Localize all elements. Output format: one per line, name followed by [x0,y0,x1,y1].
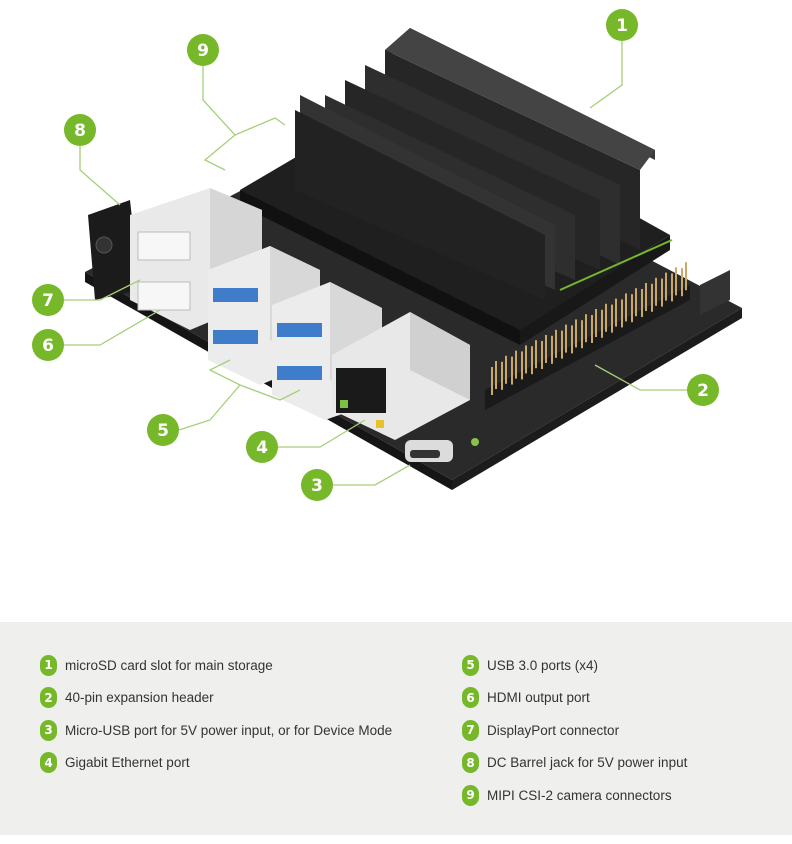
legend-item: 7 DisplayPort connector [462,719,687,741]
legend-item: 1 microSD card slot for main storage [40,654,392,676]
callouts: 1 2 3 4 5 6 7 8 9 [32,9,719,501]
legend-item: 5 USB 3.0 ports (x4) [462,654,687,676]
number-badge: 8 [462,752,479,773]
svg-text:7: 7 [42,291,54,311]
callout-7: 7 [32,284,64,316]
callout-8: 8 [64,114,96,146]
number-badge: 2 [40,687,57,708]
callout-9: 9 [187,34,219,66]
callout-4: 4 [246,431,278,463]
number-badge: 7 [462,719,479,741]
legend-label: DisplayPort connector [487,722,620,738]
number-badge: 4 [40,752,57,773]
legend-label: Gigabit Ethernet port [65,755,190,770]
legend-label: Micro-USB port for 5V power input, or fo… [65,722,393,738]
svg-text:8: 8 [74,121,86,141]
heatsink [240,28,673,345]
legend-label: MIPI CSI-2 camera connectors [487,787,672,803]
hdmi-displayport-stack [130,188,262,330]
legend-label: HDMI output port [487,690,590,705]
callout-2: 2 [687,374,719,406]
svg-text:3: 3 [311,476,323,496]
svg-text:5: 5 [157,421,169,441]
legend-item: 3 Micro-USB port for 5V power input, or f… [40,719,392,741]
number-badge: 6 [462,687,479,708]
legend-item: 4 Gigabit Ethernet port [40,752,392,774]
svg-text:4: 4 [256,438,268,458]
svg-text:6: 6 [42,336,54,356]
svg-text:1: 1 [616,16,628,36]
callout-5: 5 [147,414,179,446]
number-badge: 5 [462,654,479,676]
legend-label: 40-pin expansion header [65,690,214,705]
micro-usb-port [405,438,479,462]
40-pin-header [485,262,730,410]
legend-label: USB 3.0 ports (x4) [487,657,599,673]
number-badge: 3 [40,719,57,741]
dc-barrel-jack [88,200,140,300]
callout-3: 3 [301,469,333,501]
legend-item: 6 HDMI output port [462,687,687,709]
svg-text:2: 2 [697,381,709,401]
svg-text:9: 9 [197,41,209,61]
legend-label: microSD card slot for main storage [65,657,273,673]
legend-item: 2 40-pin expansion header [40,687,392,709]
ethernet-port [332,312,470,440]
number-badge: 1 [40,654,57,676]
legend-left-column: 1 microSD card slot for main storage 2 40-… [40,654,392,784]
board-illustration: 1 2 3 4 5 6 7 8 9 [32,9,742,501]
callout-6: 6 [32,329,64,361]
legend-item: 9 MIPI CSI-2 camera connectors [462,784,687,806]
leader-lines [64,41,687,486]
callout-1: 1 [606,9,638,41]
legend: 1 microSD card slot for main storage 2 40-… [0,622,792,835]
legend-label: DC Barrel jack for 5V power input [487,755,688,770]
legend-item: 8 DC Barrel jack for 5V power input [462,752,687,774]
number-badge: 9 [462,784,479,806]
